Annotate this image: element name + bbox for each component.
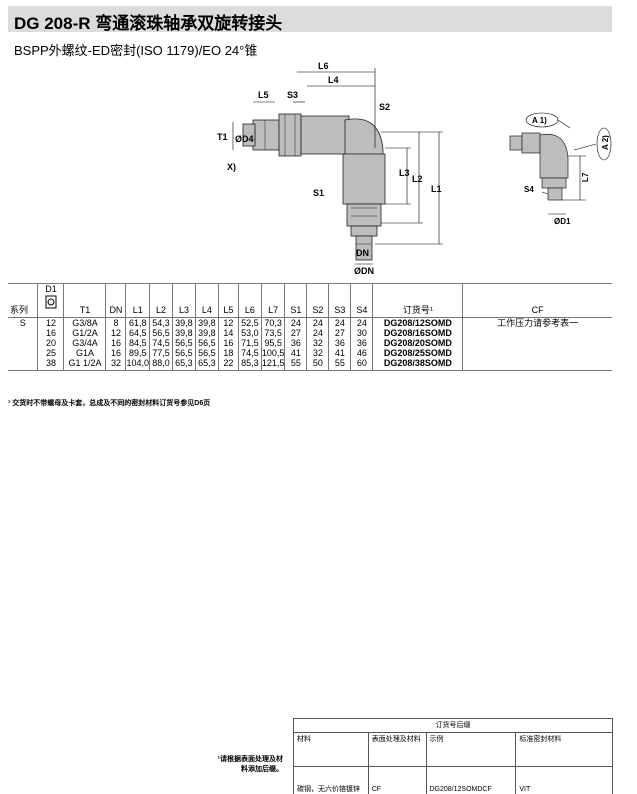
label-dn: DN: [356, 248, 369, 258]
page-subtitle: BSPP外螺纹-ED密封(ISO 1179)/EO 24°锥: [14, 43, 258, 58]
page-title: DG 208-R 弯通滚珠轴承双旋转接头: [14, 14, 283, 33]
header-d1: D1: [37, 283, 65, 318]
header-l3: L3: [172, 283, 196, 318]
label-d4: ØD4: [235, 134, 254, 144]
main-technical-drawing: L6 L4 L5 S3 S2 T1 ØD4 X) S1 L3 L2 L1 DN …: [217, 61, 443, 276]
header-l6: L6: [238, 283, 262, 318]
header-dn: DN: [105, 283, 127, 318]
header-l1: L1: [125, 283, 150, 318]
label-s1: S1: [313, 188, 324, 198]
d1-symbol-icon: [45, 295, 57, 309]
label-l6: L6: [318, 61, 329, 71]
header-order-no: 订货号¹: [372, 283, 464, 318]
label-a1: A 1): [532, 116, 547, 125]
header-t1: T1: [63, 283, 107, 318]
label-s2: S2: [379, 102, 390, 112]
spec-table: 系列 D1 T1 DN L1 L2 L3 L4 L5 L6 L7 S1 S2 S…: [8, 283, 612, 371]
suffix-side-note: ¹请根据表面处理及材料添加后缀。: [217, 756, 283, 773]
label-s3: S3: [287, 90, 298, 100]
label-s4: S4: [524, 185, 534, 194]
suffix-table-title: 订货号后缀: [293, 718, 613, 733]
suffix-col-material: 材料: [293, 732, 369, 767]
suffix-col-surface: 表面处理及材料: [367, 732, 427, 767]
title-bar: [8, 6, 612, 32]
label-x: X): [227, 162, 236, 172]
label-l4: L4: [328, 75, 339, 85]
side-technical-drawing: A 1) A 2) L7 S4 ØD1: [509, 112, 612, 226]
header-l4: L4: [195, 283, 219, 318]
suffix-col-example: 示例: [425, 732, 517, 767]
header-s4: S4: [350, 283, 374, 318]
label-l3: L3: [399, 168, 410, 178]
footnote: ¹ 交货时不带螺母及卡套，总成及不同的密封材料订货号参见D6页: [8, 400, 211, 407]
header-series: 系列: [8, 283, 39, 318]
label-l7: L7: [581, 172, 590, 182]
header-cf: CF: [462, 283, 612, 318]
suffix-table: 订货号后缀 材料 表面处理及材料 示例 标准密封材料 碳钢，无六价铬镀锌 CF …: [293, 718, 613, 794]
header-l5: L5: [218, 283, 239, 318]
table-row: 碳钢，无六价铬镀锌 CF DG208/12SOMDCF VIT: [293, 766, 613, 794]
header-l2: L2: [149, 283, 173, 318]
label-l5: L5: [258, 90, 269, 100]
label-d1: ØD1: [554, 217, 571, 226]
header-l7: L7: [261, 283, 286, 318]
label-t1: T1: [217, 132, 228, 142]
label-l1: L1: [431, 184, 442, 194]
label-odn: ØDN: [354, 266, 374, 276]
label-l2: L2: [412, 174, 423, 184]
suffix-col-seal: 标准密封材料: [515, 732, 613, 767]
label-a2: A 2): [601, 135, 610, 150]
header-s2: S2: [306, 283, 330, 318]
header-s3: S3: [328, 283, 352, 318]
header-s1: S1: [284, 283, 308, 318]
